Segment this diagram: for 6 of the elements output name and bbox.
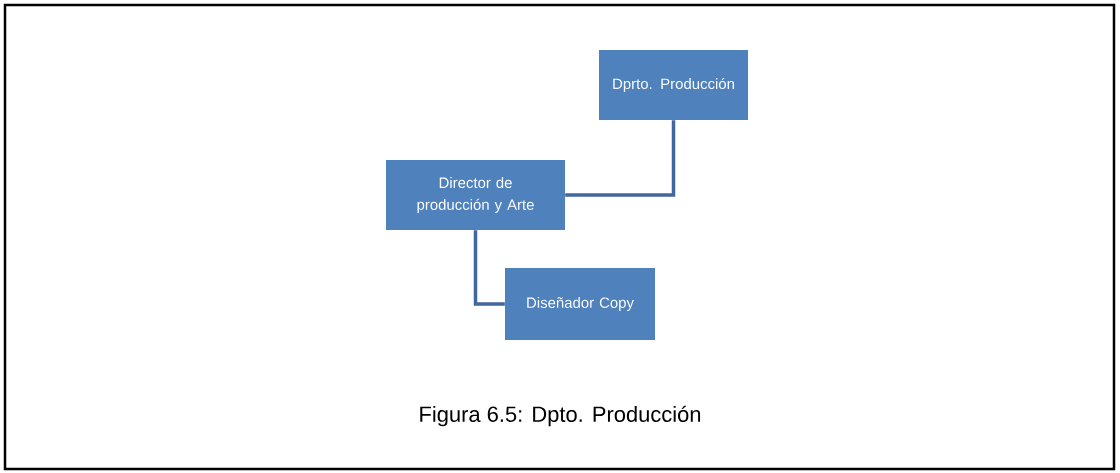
org-box: Dprto. Producción <box>599 50 748 120</box>
connector-line <box>473 230 505 306</box>
figure-caption: Figura 6.5: Dpto. Producción <box>420 405 701 427</box>
connector-line <box>565 120 676 197</box>
org-box: Director de producción y Arte <box>386 160 565 230</box>
org-box: Diseñador Copy <box>505 268 655 340</box>
